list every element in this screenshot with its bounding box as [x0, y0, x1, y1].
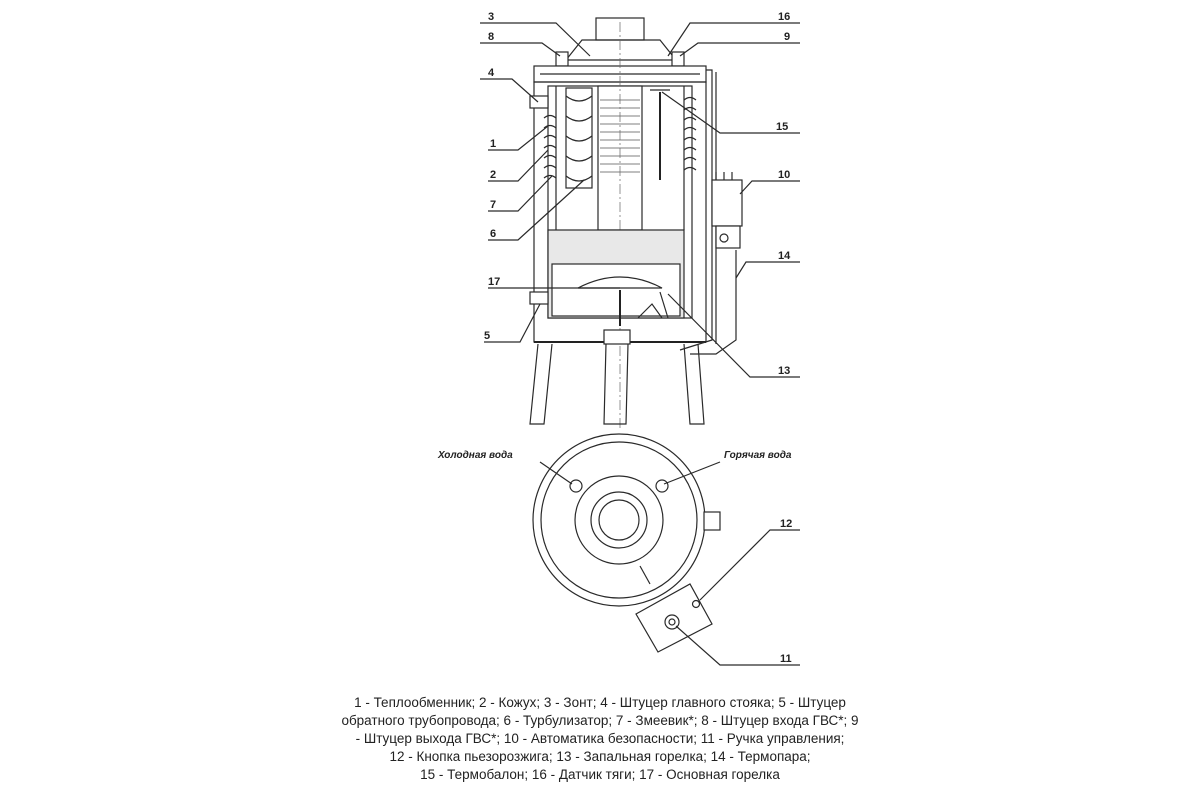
callout-2: 2	[490, 169, 496, 181]
coil-left	[543, 114, 557, 179]
leader-lines	[480, 22, 800, 666]
callout-15: 15	[776, 121, 788, 133]
callout-13: 13	[778, 365, 790, 377]
cold-water-port	[569, 479, 583, 493]
top-flue-opening	[598, 499, 640, 541]
main-burner	[577, 276, 663, 289]
callout-3: 3	[488, 11, 494, 23]
callout-11: 11	[780, 653, 792, 665]
legend-line-4: 12 - Кнопка пьезорозжига; 13 - Запальная…	[389, 749, 811, 764]
return-pipe-fitting	[529, 291, 549, 305]
callout-7: 7	[490, 199, 496, 211]
hot-water-port	[655, 479, 669, 493]
callout-17: 17	[488, 276, 500, 288]
control-handle-knob	[664, 614, 680, 630]
gas-valve-block	[603, 329, 631, 345]
parts-legend: 1 - Теплообменник; 2 - Кожух; 3 - Зонт; …	[290, 694, 910, 784]
front-section-view	[529, 17, 743, 430]
legend-line-5: 15 - Термобалон; 16 - Датчик тяги; 17 - …	[420, 767, 780, 782]
piezo-button	[691, 599, 701, 609]
top-view	[532, 433, 721, 653]
callout-12: 12	[780, 518, 792, 530]
callout-4: 4	[488, 67, 495, 79]
callout-labels: 3 8 4 1 2 7 6 17 5 16 9 15 10 14 13 12 1…	[437, 11, 792, 665]
callout-1: 1	[490, 138, 496, 150]
callout-10: 10	[778, 169, 790, 181]
turbulizer	[565, 87, 593, 189]
pilot-burner	[637, 303, 663, 319]
side-port	[703, 511, 721, 531]
hot-water-label: Горячая вода	[724, 450, 792, 461]
callout-16: 16	[778, 11, 790, 23]
top-middle-ring	[574, 475, 664, 565]
legend-line-1: 1 - Теплообменник; 2 - Кожух; 3 - Зонт; …	[354, 695, 846, 710]
legend-line-2: обратного трубопровода; 6 - Турбулизатор…	[341, 713, 859, 728]
callout-9: 9	[784, 31, 790, 43]
callout-5: 5	[484, 330, 490, 342]
legend-line-3: - Штуцер выхода ГВС*; 10 - Автоматика бе…	[355, 731, 845, 746]
cold-water-label: Холодная вода	[437, 450, 513, 461]
coil-right	[683, 96, 697, 171]
legs	[529, 343, 705, 425]
safety-automation	[711, 172, 743, 249]
callout-14: 14	[778, 250, 791, 262]
top-outer-ring	[532, 433, 706, 607]
hood-zont	[565, 39, 677, 61]
callout-6: 6	[490, 228, 496, 240]
callout-8: 8	[488, 31, 494, 43]
control-panel	[635, 583, 713, 653]
